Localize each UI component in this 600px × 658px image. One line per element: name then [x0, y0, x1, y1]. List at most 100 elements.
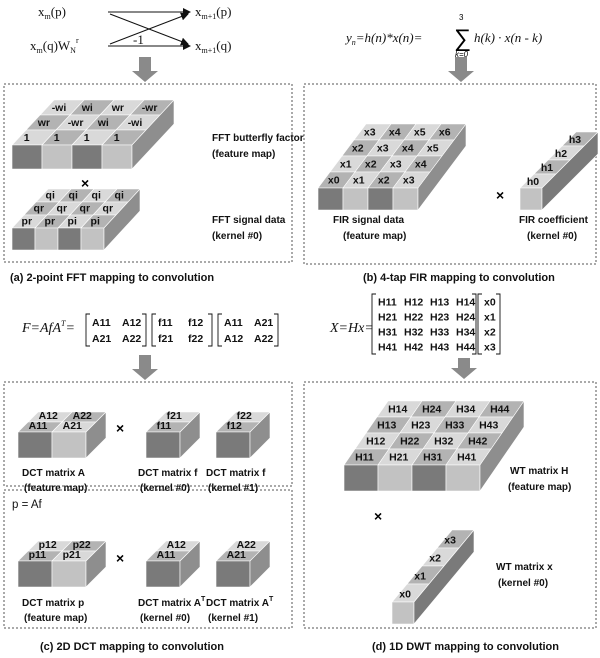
- down-arrow-icon: [132, 355, 158, 380]
- kern-label-2: (kernel #0): [212, 231, 262, 242]
- cell-label: A22: [237, 539, 256, 551]
- sum-icon: ∑: [454, 25, 471, 52]
- grid-cell-front: [17, 431, 53, 459]
- coef-label: h3: [569, 134, 581, 146]
- cell-label: wi: [81, 102, 93, 114]
- cell-label: x0: [328, 175, 340, 187]
- matrix-entry: x0: [484, 296, 496, 308]
- cell-label: H23: [411, 420, 430, 432]
- cell-label: pi: [91, 215, 100, 227]
- fir-equation: yn=h(n)*x(n)= ∑ 3 k=0 h(k) · x(n - k): [344, 13, 542, 59]
- cell-label: 1: [54, 132, 60, 144]
- dgrid-label-1: WT matrix H: [510, 466, 568, 477]
- cell-label: qi: [69, 189, 78, 201]
- block-label: (feature map): [24, 613, 87, 624]
- eq-lhs: yn=h(n)*x(n)=: [344, 30, 422, 47]
- bracket-right: [142, 313, 147, 347]
- block-label: DCT matrix f: [138, 468, 198, 479]
- matrix-entry: A12: [224, 333, 243, 345]
- matrix-entry: H43: [430, 341, 449, 353]
- block-label: DCT matrix f: [206, 468, 266, 479]
- times-sign: ×: [496, 187, 504, 203]
- cell-label: A12: [39, 410, 58, 422]
- grid-cell-front: [80, 227, 105, 251]
- grid-cell-front: [11, 144, 43, 170]
- grid-cell-front: [51, 431, 87, 459]
- grid-side-face: [131, 99, 175, 170]
- grid-cell-front: [41, 144, 73, 170]
- cell-label: x2: [365, 159, 377, 171]
- vec-label: x3: [444, 535, 456, 547]
- cell-label: A21: [63, 420, 82, 432]
- grid-side-face: [103, 188, 141, 251]
- coef-side-face: [541, 131, 599, 211]
- eq-neg: -1: [133, 32, 144, 47]
- bracket-right: [472, 293, 477, 355]
- cell-label: A11: [29, 420, 48, 432]
- grid-cell-front: [71, 144, 103, 170]
- cell-label: p22: [73, 539, 91, 551]
- vec-side-face: [413, 529, 475, 625]
- matrix-entry: H42: [404, 341, 423, 353]
- panel-a-box: [3, 83, 293, 263]
- grid-side-face: [85, 411, 107, 459]
- cell-label: -wr: [68, 117, 84, 129]
- matrix-entry: H22: [404, 311, 423, 323]
- kern-label-1: FFT signal data: [212, 215, 286, 226]
- caption-a: (a) 2-point FFT mapping to convolution: [10, 272, 214, 284]
- matrix-entry: A12: [122, 317, 141, 329]
- block-label: DCT matrix A: [22, 468, 85, 479]
- block-label: (feature map): [24, 483, 87, 494]
- grid-cell-front: [34, 227, 59, 251]
- cell-label: pr: [45, 215, 56, 227]
- grid-side-face: [249, 411, 271, 459]
- down-arrow-icon: [132, 57, 158, 82]
- grid-cell-front: [367, 187, 394, 211]
- cell-label: 1: [84, 132, 90, 144]
- panel-b: yn=h(n)*x(n)= ∑ 3 k=0 h(k) · x(n - k) x3…: [303, 13, 599, 284]
- cell-label: x5: [414, 127, 426, 139]
- dwt-eq-lhs: X=Hx=: [329, 321, 374, 336]
- panel-b-box: [303, 83, 597, 265]
- matrix-entry: f12: [188, 317, 203, 329]
- coef-label: h1: [541, 162, 553, 174]
- bracket-left: [371, 293, 376, 355]
- matrix-entry: H33: [430, 326, 449, 338]
- cell-label: p12: [39, 539, 57, 551]
- cell-label: x1: [353, 175, 365, 187]
- cell-label: -wi: [128, 117, 143, 129]
- matrix-entry: A21: [254, 317, 273, 329]
- matrix-entry: A21: [92, 333, 111, 345]
- cell-label: -wr: [142, 102, 158, 114]
- cell-label: H21: [389, 452, 408, 464]
- grid-side-face: [417, 123, 467, 211]
- cell-label: A22: [73, 410, 92, 422]
- cell-label: qr: [34, 202, 45, 214]
- block-label: DCT matrix AT: [138, 596, 206, 609]
- cell-label: x4: [389, 127, 401, 139]
- down-arrow-icon: [451, 358, 477, 379]
- cell-label: 1: [24, 132, 30, 144]
- matrix-entry: H31: [378, 326, 397, 338]
- cell-label: H33: [445, 420, 464, 432]
- cell-label: qi: [46, 189, 55, 201]
- cell-label: wr: [111, 102, 124, 114]
- matrix-entry: A11: [92, 317, 111, 329]
- cell-label: x1: [340, 159, 352, 171]
- coef-label-2: (kernel #0): [527, 231, 577, 242]
- eq-xp: xm(p): [38, 4, 66, 21]
- cell-label: qr: [57, 202, 68, 214]
- cell-label: A11: [157, 549, 176, 561]
- bracket-left: [217, 313, 222, 347]
- grid-cell-front: [343, 464, 379, 492]
- cell-label: wr: [37, 117, 50, 129]
- cell-label: qr: [103, 202, 114, 214]
- grid-cell-front: [215, 431, 251, 459]
